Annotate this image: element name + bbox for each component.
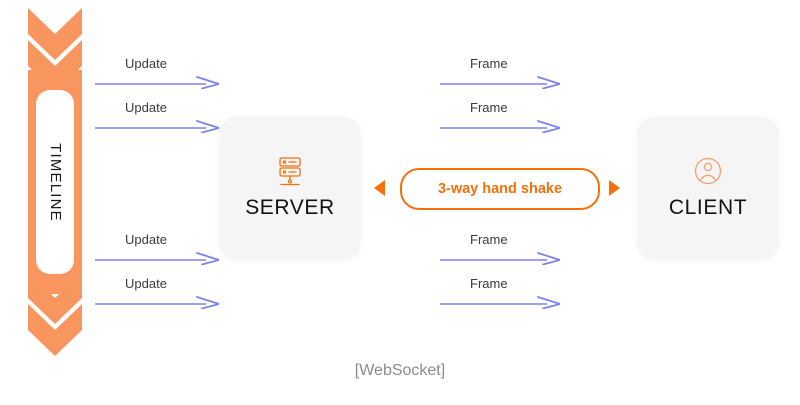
message-arrow-icon	[440, 76, 560, 89]
message-update-2: Update	[95, 100, 219, 134]
client-node[interactable]: CLIENT	[638, 117, 778, 257]
message-label: Update	[125, 232, 167, 247]
message-frame-1: Frame	[440, 56, 560, 90]
user-circle-icon	[691, 154, 725, 188]
message-arrow-icon	[440, 120, 560, 133]
handshake-badge[interactable]: 3-way hand shake	[400, 168, 600, 210]
timeline-chevron-icon	[28, 8, 82, 356]
message-label: Frame	[470, 56, 508, 71]
message-frame-2: Frame	[440, 100, 560, 134]
message-frame-3: Frame	[440, 232, 560, 266]
message-label: Update	[125, 276, 167, 291]
message-arrow-icon	[440, 296, 560, 309]
message-update-1: Update	[95, 56, 219, 90]
message-arrow-icon	[95, 252, 219, 265]
message-update-3: Update	[95, 232, 219, 266]
message-label: Frame	[470, 276, 508, 291]
message-label: Frame	[470, 100, 508, 115]
message-frame-4: Frame	[440, 276, 560, 310]
timeline-arrow: TIMELINE	[28, 8, 82, 356]
message-label: Update	[125, 56, 167, 71]
handshake-label: 3-way hand shake	[437, 181, 563, 197]
message-label: Update	[125, 100, 167, 115]
diagram-caption: [WebSocket]	[354, 362, 446, 379]
message-update-4: Update	[95, 276, 219, 310]
server-rack-icon	[273, 154, 307, 188]
triangle-left-icon	[374, 180, 385, 196]
server-node[interactable]: SERVER	[220, 117, 360, 257]
message-arrow-icon	[95, 76, 219, 89]
triangle-right-icon	[609, 180, 620, 196]
message-arrow-icon	[440, 252, 560, 265]
message-arrow-icon	[95, 120, 219, 133]
message-label: Frame	[470, 232, 508, 247]
message-arrow-icon	[95, 296, 219, 309]
server-label: SERVER	[245, 196, 335, 219]
client-label: CLIENT	[668, 196, 748, 219]
